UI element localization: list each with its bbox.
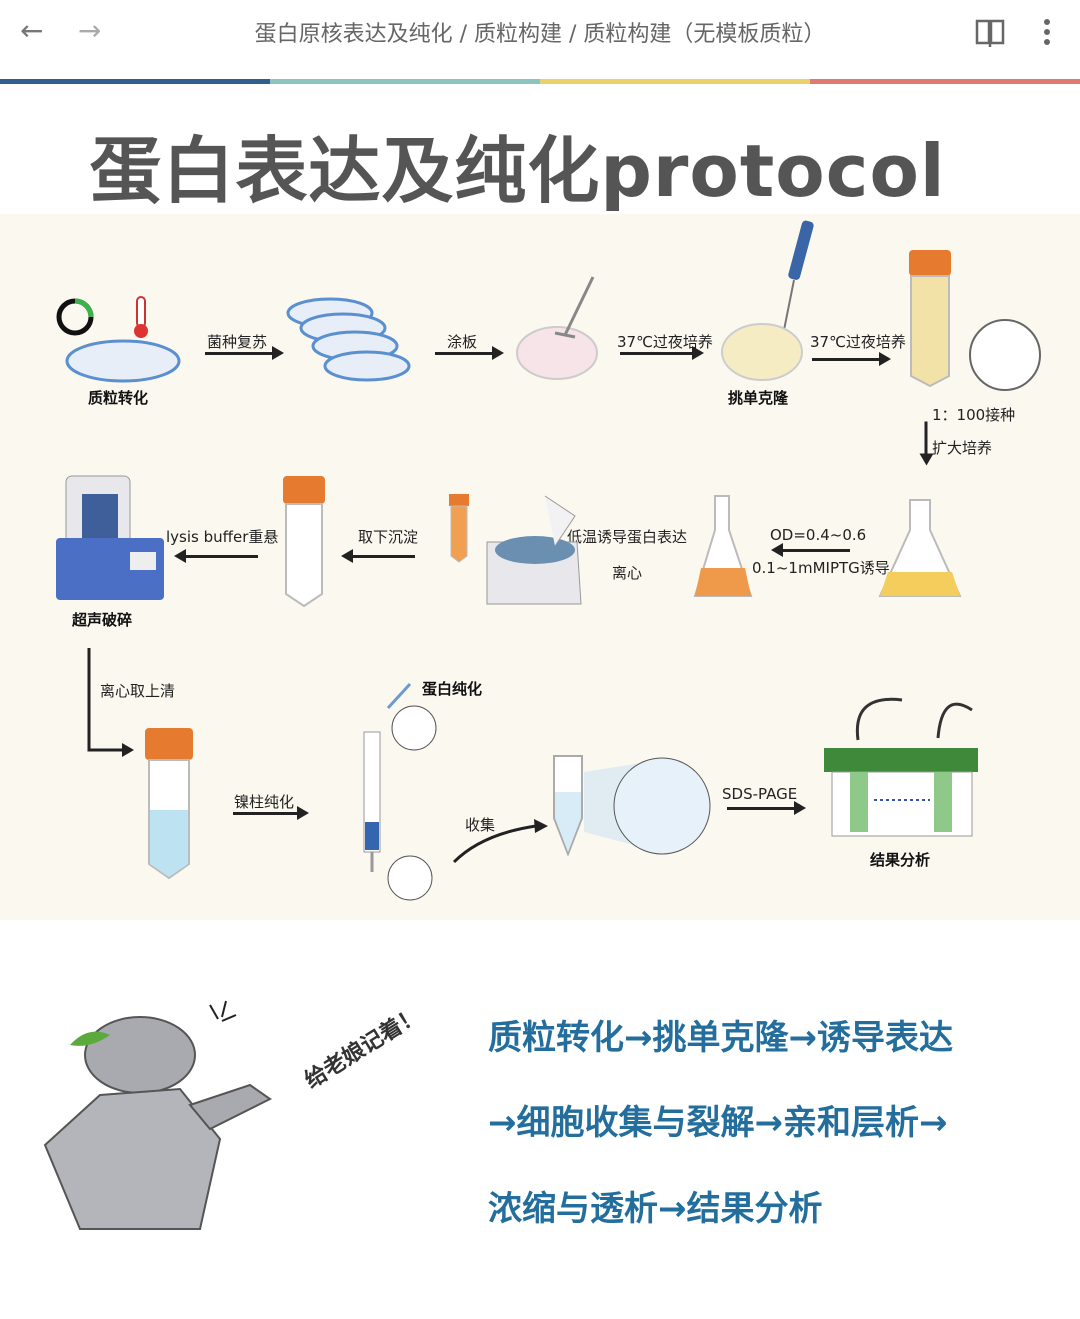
label-centrifuge: 离心 [612, 564, 643, 582]
page-title: 蛋白表达及纯化protocol [89, 129, 946, 213]
arrow [205, 346, 284, 360]
stripe-teal [270, 79, 540, 84]
gel-electrophoresis-icon [824, 697, 978, 837]
centrifuge-icon [449, 494, 582, 605]
arrow [233, 806, 309, 820]
rock-mascot-illustration [43, 1000, 272, 1230]
label-expand: 扩大培养 [932, 439, 993, 457]
spread-plate-icon [516, 276, 598, 380]
label-pick-colony: 挑单克隆 [728, 389, 789, 407]
arrow-down [924, 421, 928, 462]
label-overnight-1: 37℃过夜培养 [617, 333, 713, 351]
column-purification-icon [363, 682, 437, 901]
plasmid-dish-icon [56, 296, 181, 383]
more-menu-icon[interactable] [1040, 18, 1054, 48]
label-plasmid-transform: 质粒转化 [88, 389, 149, 407]
arrow-left [174, 549, 258, 563]
shaking-flask-icon [878, 499, 962, 597]
label-lysis: lysis buffer重悬 [166, 528, 279, 546]
induced-flask-icon [693, 495, 753, 597]
curved-arrow [452, 819, 548, 864]
sticker-text: 给老娘记着！ [300, 1002, 426, 1094]
label-revive: 菌种复苏 [207, 333, 268, 351]
resuspend-tube-icon [283, 476, 325, 608]
label-supernatant: 离心取上清 [100, 682, 176, 700]
label-result: 结果分析 [870, 851, 931, 869]
stripe-yellow [540, 79, 810, 84]
summary-line-1: 质粒转化→挑单克隆→诱导表达 [488, 1018, 953, 1058]
label-take-pellet: 取下沉淀 [358, 528, 419, 546]
label-collect: 收集 [465, 816, 496, 834]
elbow-arrow [87, 648, 134, 757]
breadcrumb[interactable]: 蛋白原核表达及纯化 / 质粒构建 / 质粒构建（无模板质粒） [254, 22, 826, 47]
label-overnight-2: 37℃过夜培养 [810, 333, 906, 351]
label-inoculate: 1：100接种 [932, 406, 1016, 424]
label-low-temp: 低温诱导蛋白表达 [567, 528, 688, 546]
arrow-left [341, 549, 415, 563]
label-sds: SDS-PAGE [722, 785, 798, 803]
protein-tube-icon [553, 755, 711, 857]
culture-plates-icon [286, 297, 411, 382]
back-button[interactable]: ← [20, 14, 44, 47]
colony-pick-icon [721, 220, 814, 381]
label-sonicate: 超声破碎 [72, 611, 133, 629]
label-od: OD=0.4~0.6 [770, 526, 867, 544]
stripe-blue [0, 79, 270, 84]
label-protein-purify: 蛋白纯化 [422, 680, 483, 698]
tube-bacteria-icon [909, 250, 1041, 391]
arrow-left [771, 543, 850, 557]
arrow [727, 801, 806, 815]
label-ni-column: 镍柱纯化 [234, 793, 295, 811]
sonicator-icon [56, 475, 164, 600]
label-iptg: 0.1~1mMIPTG诱导 [752, 559, 890, 577]
label-plate: 涂板 [447, 333, 478, 351]
summary-line-2: →细胞收集与裂解→亲和层析→ [488, 1103, 948, 1143]
forward-button[interactable]: → [78, 14, 102, 47]
arrow [812, 352, 891, 366]
stripe-red [810, 79, 1080, 84]
summary-line-3: 浓缩与透析→结果分析 [488, 1189, 823, 1229]
arrow [620, 346, 704, 360]
arrow [435, 346, 504, 360]
book-icon[interactable] [975, 18, 1007, 48]
top-bar: ← → 蛋白原核表达及纯化 / 质粒构建 / 质粒构建（无模板质粒） [0, 0, 1080, 80]
supernatant-tube-icon [145, 728, 193, 880]
